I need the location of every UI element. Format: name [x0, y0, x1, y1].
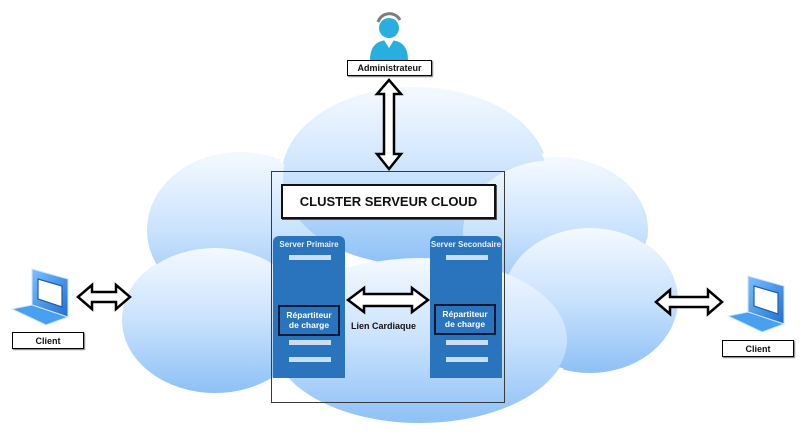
load-balancer-line-2: de charge: [288, 320, 330, 330]
server-bar: [289, 340, 331, 345]
server-bar: [446, 357, 488, 362]
server-bar: [446, 255, 488, 260]
client-left-label: Client: [12, 332, 84, 349]
laptop-icon: [10, 268, 70, 326]
server-secondary: Server Secondaire Répartiteur de charge: [430, 236, 502, 378]
server-primary: Server Primaire Répartiteur de charge: [273, 236, 345, 378]
load-balancer-line-1: Répartiteur: [286, 310, 332, 320]
server-bar: [289, 255, 331, 260]
heartbeat-label: Lien Cardiaque: [351, 321, 417, 331]
administrator-label: Administrateur: [347, 60, 432, 76]
load-balancer-line-2: de charge: [444, 319, 486, 329]
admin-cluster-arrow: [374, 78, 404, 172]
load-balancer-primary: Répartiteur de charge: [278, 305, 340, 336]
server-bar: [289, 357, 331, 362]
client-right-label: Client: [722, 340, 794, 357]
server-bar: [446, 340, 488, 345]
load-balancer-secondary: Répartiteur de charge: [434, 304, 496, 335]
client-right-arrow: [654, 287, 724, 317]
cluster-container: [271, 171, 505, 403]
laptop-icon: [726, 275, 786, 333]
heartbeat-arrow: [345, 285, 431, 315]
cluster-title: CLUSTER SERVEUR CLOUD: [281, 184, 496, 219]
server-primary-label: Server Primaire: [279, 240, 339, 249]
user-headset-icon: [370, 12, 408, 60]
server-secondary-label: Server Secondaire: [430, 240, 502, 249]
load-balancer-line-1: Répartiteur: [442, 309, 488, 319]
client-left-arrow: [76, 282, 132, 312]
